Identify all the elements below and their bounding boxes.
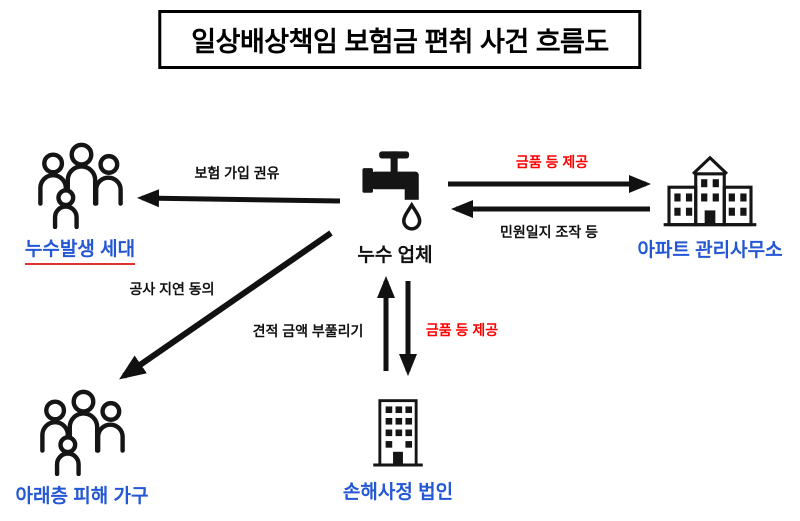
loss-adjuster-label: 손해사정 법인 (342, 482, 454, 503)
node-leak-company: 누수 업체 (330, 147, 460, 267)
people-group-icon (35, 386, 130, 476)
edge-label-complaint-log-fabrication: 민원일지 조작 등 (497, 222, 601, 242)
leak-company-label: 누수 업체 (357, 245, 433, 266)
node-label-wrap: 누수 업체 (330, 245, 460, 267)
apartment-office-label: 아파트 관리사무소 (637, 240, 783, 261)
node-label-wrap: 아파트 관리사무소 (626, 240, 794, 262)
faucet-icon (360, 149, 422, 231)
edge-label-bribe-to-adjuster: 금품 등 제공 (422, 320, 502, 340)
edge-label-construction-delay-consent: 공사 지연 동의 (126, 279, 218, 299)
people-group-icon (33, 139, 128, 229)
diagram-title: 일상배상책임 보험금 편취 사건 흐름도 (158, 10, 642, 69)
edge-label-bribe-to-office: 금품 등 제공 (512, 152, 592, 172)
office-building-icon (371, 399, 425, 467)
arrow-insurance-recommendation (137, 189, 341, 208)
node-label-wrap: 누수발생 세대 (5, 239, 155, 265)
arrow-construction-delay-consent (119, 230, 333, 380)
edge-label-estimate-inflation: 견적 금액 부풀리기 (249, 321, 367, 341)
node-label-wrap: 아래층 피해 가구 (2, 486, 162, 508)
node-label-wrap: 손해사정 법인 (318, 482, 478, 504)
edge-label-insurance-recommendation: 보험 가입 권유 (191, 163, 283, 183)
node-downstairs-household: 아래층 피해 가구 (2, 386, 162, 508)
apartment-building-icon (662, 156, 758, 227)
node-apartment-office: 아파트 관리사무소 (626, 148, 794, 262)
node-loss-adjuster: 손해사정 법인 (318, 392, 478, 504)
downstairs-household-label: 아래층 피해 가구 (15, 486, 149, 507)
node-leak-household: 누수발생 세대 (5, 139, 155, 265)
leak-household-label: 누수발생 세대 (24, 239, 136, 265)
